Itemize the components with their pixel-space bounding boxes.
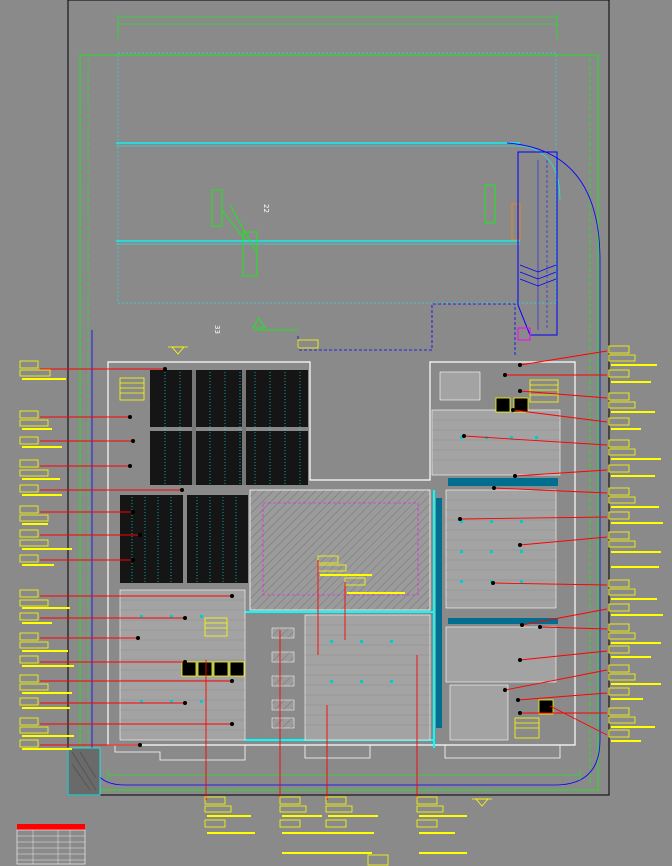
playground-area [91,52,601,786]
corridor-band [436,478,558,728]
bottom-dimension-line [107,770,581,780]
setback-line [79,54,599,791]
playground-fixtures [211,184,521,277]
bottom-leader-lines [205,630,418,800]
bottom-annotation-tags [204,796,467,866]
stairs [119,377,559,739]
center-annotation-tags [317,555,405,655]
left-leader-lines [40,368,232,746]
dark-rooms-upper [150,370,308,485]
facade-bottom [114,745,561,761]
toilet-units [181,397,554,715]
tile-grid [120,419,560,731]
central-hall [249,489,431,611]
room-number: 33 [213,325,221,334]
top-label: 22 [262,204,270,213]
dark-rooms-lower [120,495,248,583]
right-leader-markers [458,363,550,715]
title-block [16,824,86,865]
top-dimension-line [117,14,558,40]
building-outline [107,361,576,746]
kitchen-equipment [271,627,295,729]
left-annotation-tags [19,360,74,750]
entry-canopy [252,303,516,355]
left-leader-markers [128,367,234,747]
corner-block [67,747,101,796]
level-markers [168,346,492,807]
right-leader-lines [459,350,608,736]
ramp-structure [517,151,558,341]
right-annotation-tags [608,345,663,742]
